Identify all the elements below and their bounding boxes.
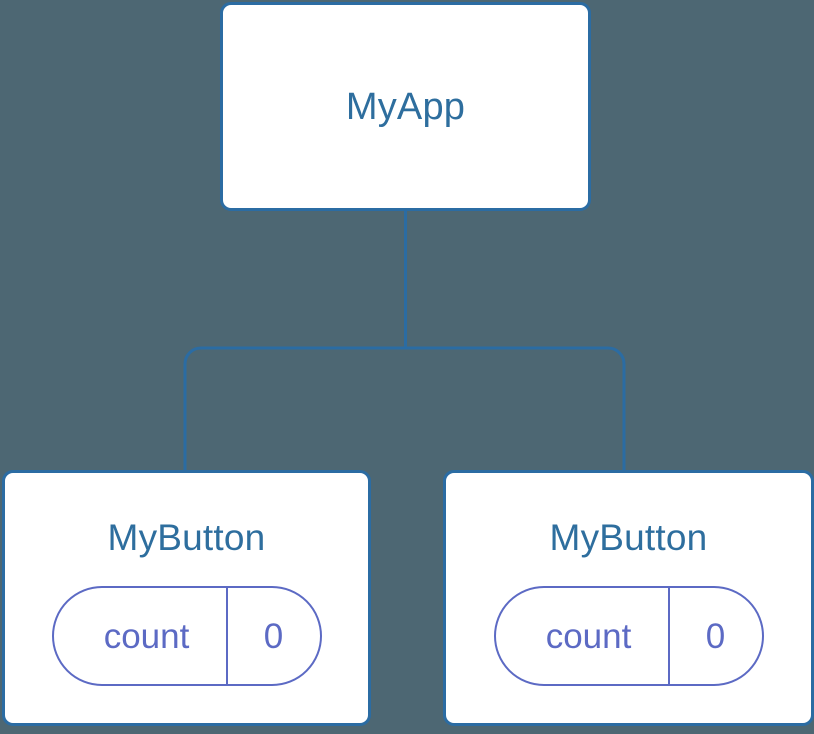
node-myapp[interactable]: MyApp: [220, 2, 591, 211]
state-pill-count-1[interactable]: count 0: [493, 586, 764, 686]
edge-root-to-child-0: [183, 346, 406, 472]
state-pill-key-1: count: [545, 616, 632, 656]
edge-root-to-child-1: [405, 346, 626, 472]
state-pill-value-0: 0: [225, 588, 320, 684]
node-myapp-label: MyApp: [345, 85, 466, 128]
node-mybutton-1[interactable]: MyButton count 0: [443, 470, 814, 726]
node-mybutton-0-label: MyButton: [107, 517, 266, 558]
state-pill-key-0: count: [103, 616, 190, 656]
node-mybutton-0[interactable]: MyButton count 0: [2, 470, 371, 726]
state-pill-count-0[interactable]: count 0: [51, 586, 322, 686]
state-pill-value-1: 0: [667, 588, 762, 684]
node-mybutton-1-label: MyButton: [549, 517, 708, 558]
